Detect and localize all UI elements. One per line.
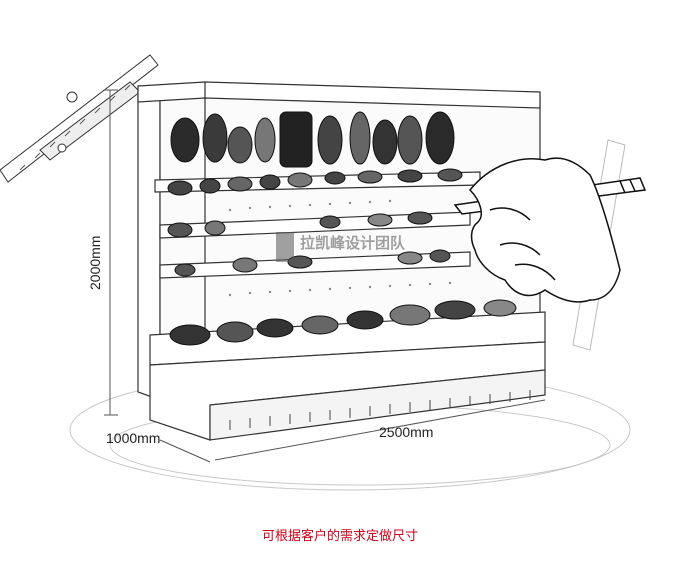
vegetables-icon (167, 111, 517, 346)
watermark: 拉凯峰设计团队 (276, 232, 406, 262)
cabinet-body (137, 81, 546, 441)
dimension-lines (104, 89, 546, 463)
height-dimension-label: 2000mm (87, 236, 103, 290)
depth-dimension-label: 1000mm (106, 430, 160, 446)
perforation-pattern (228, 199, 452, 297)
width-dimension-label: 2500mm (379, 424, 433, 440)
hand-with-pencil-icon (453, 157, 647, 303)
custom-size-caption: 可根据客户的需求定做尺寸 (261, 529, 418, 544)
ruler-icon (0, 54, 159, 183)
watermark-text: 拉凯峰设计团队 (300, 234, 406, 252)
base-vents (229, 390, 531, 430)
